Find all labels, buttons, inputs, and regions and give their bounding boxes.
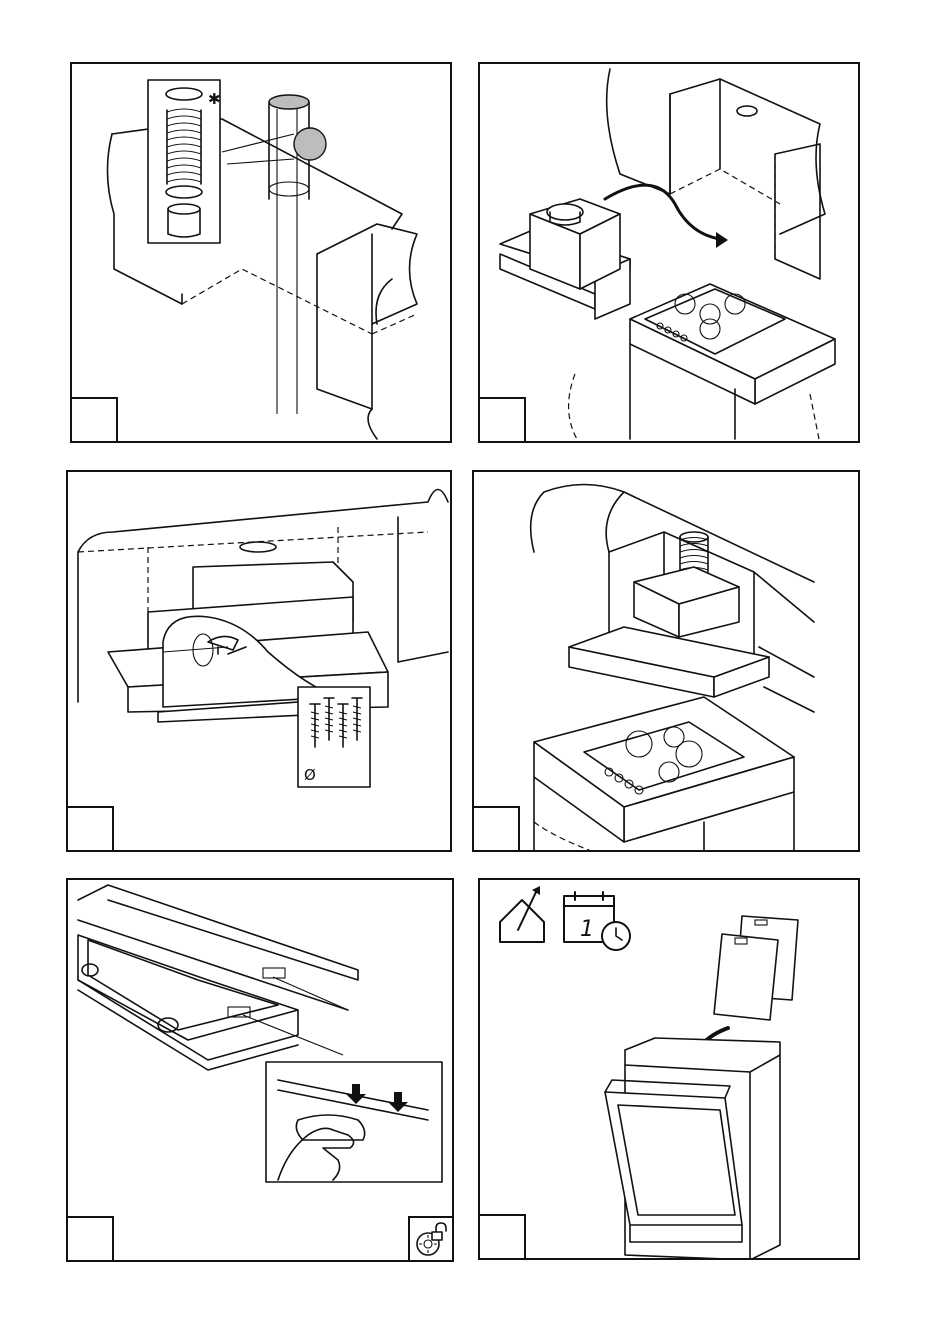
step-number-box [472, 806, 520, 852]
dishwasher-lock-badge [408, 1216, 454, 1262]
step-number-box [66, 1216, 114, 1262]
duct-assembly-illustration: ✱ [72, 64, 452, 443]
step-number-box [478, 397, 526, 443]
panel-filter-release [66, 878, 454, 1262]
screw-diameter-label: Ø [304, 766, 316, 784]
calendar-digit: 1 [580, 917, 594, 942]
panel-duct-assembly: ✱ [70, 62, 452, 443]
screw-fixing-illustration: Ø [68, 472, 452, 852]
step-number-box [66, 806, 114, 852]
panel-screw-fixing: Ø [66, 470, 452, 852]
step-number-box [70, 397, 118, 443]
house-exhaust-icon [500, 886, 544, 942]
panel-hood-placement [478, 62, 860, 443]
hood-to-cabinet-illustration [480, 64, 860, 443]
dishwasher-lock-icon [410, 1218, 452, 1260]
note-asterisk: ✱ [208, 90, 221, 108]
filter-dishwasher-illustration: 1 [480, 880, 860, 1260]
calendar-clock-icon: 1 [564, 892, 630, 950]
filter-release-illustration [68, 880, 454, 1262]
step-number-box [478, 1214, 526, 1260]
installed-hood-illustration [474, 472, 860, 852]
panel-filter-dishwasher: 1 [478, 878, 860, 1260]
panel-hood-installed [472, 470, 860, 852]
